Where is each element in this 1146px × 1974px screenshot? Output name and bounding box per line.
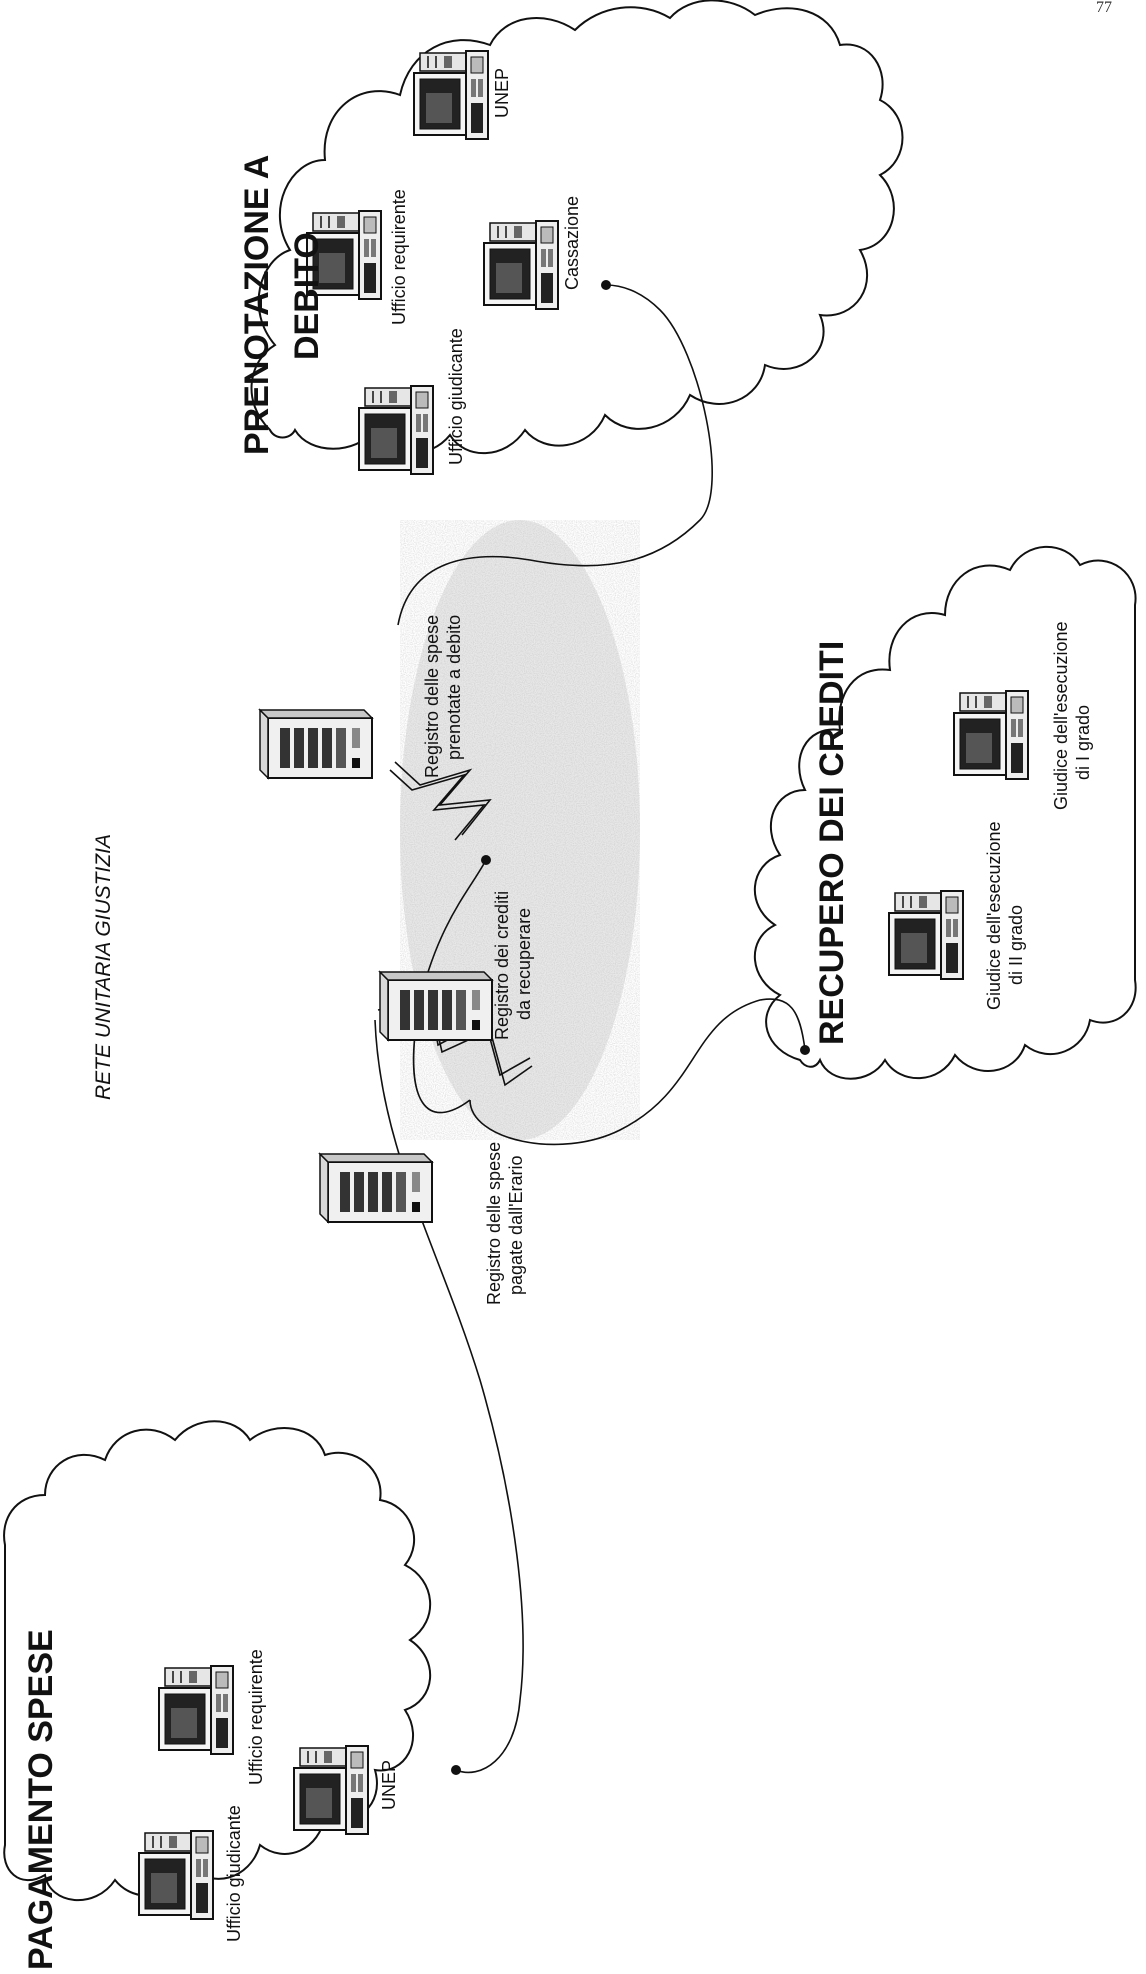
label-cassazione: Cassazione (562, 196, 582, 290)
label-registro-crediti-line1: Registro dei crediti (492, 891, 512, 1040)
workstation-ufficio-giudicante-pd (358, 385, 434, 475)
group-title-recupero-crediti: RECUPERO DEI CREDITI (813, 641, 851, 1045)
label-giudice-ii-line2: di II grado (1006, 905, 1026, 985)
label-registro-prenotate-line2: prenotate a debito (444, 615, 464, 760)
workstation-ufficio-requirente-ps (158, 1665, 234, 1755)
desktop-computer-icon (953, 690, 1029, 780)
server-spese-prenotate (259, 709, 373, 779)
desktop-computer-icon (293, 1745, 369, 1835)
server-crediti-recuperare (379, 971, 493, 1041)
label-ufficio-requirente-ps: Ufficio requirente (246, 1649, 266, 1785)
lightning-link-icon (389, 761, 492, 841)
label-registro-crediti-line2: da recuperare (514, 908, 534, 1020)
link-node (800, 1045, 810, 1055)
group-title-pagamento-spese: PAGAMENTO SPESE (22, 1629, 60, 1970)
cloud-recupero-crediti (753, 545, 1137, 1080)
server-spese-pagate (319, 1153, 433, 1223)
group-title-prenotazione-line1: PRENOTAZIONE A (238, 155, 276, 455)
label-giudice-i-line2: di I grado (1073, 705, 1093, 780)
desktop-computer-icon (888, 890, 964, 980)
cloud-prenotazione-debito (250, 0, 904, 455)
workstation-unep-ps (293, 1745, 369, 1835)
label-registro-prenotate-line1: Registro delle spese (422, 615, 442, 778)
link-node (451, 1765, 461, 1775)
label-ufficio-giudicante-pd: Ufficio giudicante (446, 328, 466, 465)
desktop-computer-icon (413, 50, 489, 140)
workstation-giudice-ii-grado (888, 890, 964, 980)
workstation-ufficio-giudicante-ps (138, 1830, 214, 1920)
label-ufficio-giudicante-ps: Ufficio giudicante (224, 1805, 244, 1942)
link-node (601, 280, 611, 290)
label-giudice-i-line1: Giudice dell'esecuzione (1051, 621, 1071, 810)
label-unep-ps: UNEP (379, 1760, 399, 1810)
label-registro-pagate-line2: pagate dall'Erario (506, 1155, 526, 1295)
label-giudice-ii-line1: Giudice dell'esecuzione (984, 821, 1004, 1010)
network-title: RETE UNITARIA GIUSTIZIA (92, 834, 115, 1100)
label-ufficio-requirente-pd: Ufficio requirente (389, 189, 409, 325)
workstation-giudice-i-grado (953, 690, 1029, 780)
label-registro-pagate-line1: Registro delle spese (484, 1142, 504, 1305)
workstation-unep-pd (413, 50, 489, 140)
group-title-prenotazione-line2: DEBITO (288, 232, 326, 360)
network-core-zone (400, 520, 640, 1140)
desktop-computer-icon (158, 1665, 234, 1755)
desktop-computer-icon (358, 385, 434, 475)
link-node (481, 855, 491, 865)
desktop-computer-icon (138, 1830, 214, 1920)
desktop-computer-icon (483, 220, 559, 310)
workstation-cassazione (483, 220, 559, 310)
label-unep-pd: UNEP (492, 68, 512, 118)
page-number: 77 (1096, 0, 1112, 16)
